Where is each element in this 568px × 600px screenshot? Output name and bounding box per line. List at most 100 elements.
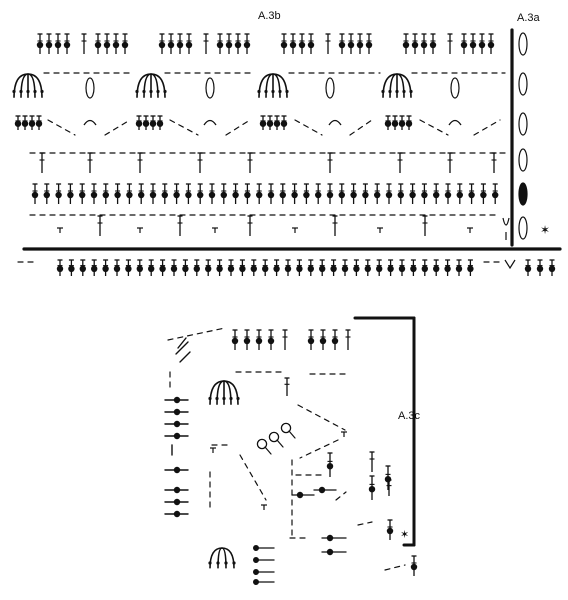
double-crochet-symbol bbox=[259, 115, 267, 130]
double-crochet-symbol bbox=[338, 33, 346, 54]
double-crochet-symbol bbox=[492, 183, 499, 204]
double-crochet-symbol bbox=[338, 183, 345, 204]
picot-fan-symbol bbox=[208, 380, 240, 405]
chart-line bbox=[264, 446, 272, 455]
double-crochet-dot bbox=[326, 548, 334, 556]
double-crochet-symbol bbox=[410, 259, 417, 276]
chain-space-symbol bbox=[349, 119, 373, 136]
chain-space-symbol bbox=[384, 564, 406, 571]
chain-space-symbol bbox=[104, 119, 131, 136]
double-crochet-symbol bbox=[298, 33, 306, 54]
double-crochet-symbol bbox=[67, 183, 74, 204]
chain-loop-symbol bbox=[518, 32, 528, 56]
double-crochet-symbol bbox=[384, 465, 392, 490]
star-marker-symbol: ✶ bbox=[540, 223, 550, 237]
chain-v-symbol bbox=[504, 259, 516, 270]
chain-space-symbol bbox=[473, 119, 501, 136]
double-crochet-symbol bbox=[148, 259, 155, 276]
double-crochet-symbol bbox=[266, 115, 274, 130]
double-crochet-symbol bbox=[197, 152, 203, 173]
double-crochet-symbol bbox=[410, 555, 418, 576]
double-crochet-symbol bbox=[197, 183, 204, 204]
double-crochet-symbol bbox=[365, 33, 373, 54]
double-crochet-symbol bbox=[225, 33, 233, 54]
double-crochet-symbol bbox=[421, 183, 428, 204]
chain-loop-symbol bbox=[205, 77, 215, 99]
chart-line bbox=[276, 439, 284, 448]
double-crochet-symbol bbox=[45, 33, 53, 54]
double-crochet-symbol bbox=[182, 259, 189, 276]
double-crochet-symbol bbox=[444, 183, 452, 204]
double-crochet-symbol bbox=[135, 115, 143, 130]
double-crochet-symbol bbox=[326, 183, 334, 204]
double-crochet-symbol bbox=[536, 259, 544, 276]
chain-arc-symbol bbox=[203, 119, 217, 126]
double-crochet-symbol bbox=[433, 183, 440, 204]
double-crochet-symbol bbox=[121, 33, 129, 54]
single-crochet-symbol bbox=[57, 227, 63, 233]
double-crochet-symbol bbox=[447, 33, 453, 54]
single-crochet-symbol bbox=[137, 227, 143, 233]
double-crochet-symbol bbox=[239, 259, 246, 276]
chain-loop-symbol bbox=[518, 216, 528, 240]
double-crochet-symbol bbox=[326, 452, 334, 477]
double-crochet-symbol bbox=[284, 377, 290, 396]
double-crochet-symbol bbox=[136, 259, 143, 276]
double-crochet-symbol bbox=[14, 115, 22, 130]
double-crochet-symbol bbox=[289, 33, 297, 54]
double-crochet-symbol bbox=[332, 215, 338, 236]
chain-loop-symbol bbox=[450, 77, 460, 99]
double-crochet-symbol bbox=[216, 259, 223, 276]
double-crochet-symbol bbox=[81, 33, 87, 54]
double-crochet-symbol bbox=[56, 259, 64, 276]
double-crochet-symbol bbox=[112, 33, 120, 54]
picot-fan-symbol bbox=[135, 73, 167, 98]
double-crochet-symbol bbox=[347, 33, 355, 54]
double-crochet-symbol bbox=[91, 259, 98, 276]
double-crochet-symbol bbox=[227, 259, 235, 276]
double-crochet-symbol bbox=[315, 183, 322, 204]
double-crochet-symbol bbox=[103, 33, 111, 54]
chain-space-symbol bbox=[335, 491, 347, 501]
double-crochet-symbol bbox=[161, 183, 168, 204]
double-crochet-symbol bbox=[362, 183, 369, 204]
double-crochet-symbol bbox=[156, 115, 164, 130]
double-crochet-symbol bbox=[102, 259, 109, 276]
double-crochet-symbol bbox=[262, 259, 269, 276]
double-crochet-symbol bbox=[369, 451, 375, 472]
picot-fan-symbol bbox=[257, 73, 289, 98]
puff-stitch-symbol bbox=[280, 422, 292, 434]
double-crochet-symbol bbox=[250, 259, 257, 276]
double-crochet-dot bbox=[173, 408, 181, 416]
chain-loop-symbol bbox=[518, 112, 528, 136]
double-crochet-symbol bbox=[478, 33, 486, 54]
double-crochet-symbol bbox=[193, 259, 200, 276]
double-crochet-dot bbox=[253, 579, 259, 585]
single-crochet-symbol bbox=[292, 227, 298, 233]
double-crochet-dot bbox=[253, 545, 259, 551]
chain-space-symbol bbox=[169, 119, 199, 136]
double-crochet-dot bbox=[318, 486, 326, 494]
double-crochet-symbol bbox=[319, 329, 327, 350]
double-crochet-symbol bbox=[444, 259, 451, 276]
double-crochet-symbol bbox=[384, 115, 392, 130]
double-crochet-symbol bbox=[429, 33, 437, 54]
double-crochet-symbol bbox=[291, 183, 298, 204]
chain-arc-symbol bbox=[83, 119, 97, 126]
chain-loop-symbol bbox=[518, 72, 528, 96]
double-crochet-symbol bbox=[345, 329, 351, 350]
chain-space-symbol bbox=[239, 454, 267, 501]
double-crochet-symbol bbox=[398, 115, 406, 130]
double-crochet-symbol bbox=[247, 215, 253, 236]
double-crochet-symbol bbox=[68, 259, 75, 276]
double-crochet-symbol bbox=[39, 152, 45, 173]
chain-arc-symbol bbox=[448, 119, 462, 126]
double-crochet-symbol bbox=[433, 259, 440, 276]
double-crochet-symbol bbox=[138, 183, 145, 204]
double-crochet-symbol bbox=[149, 183, 157, 204]
double-crochet-symbol bbox=[255, 329, 263, 350]
double-crochet-symbol bbox=[397, 152, 403, 173]
double-crochet-symbol bbox=[43, 183, 50, 204]
double-crochet-symbol bbox=[79, 259, 87, 276]
